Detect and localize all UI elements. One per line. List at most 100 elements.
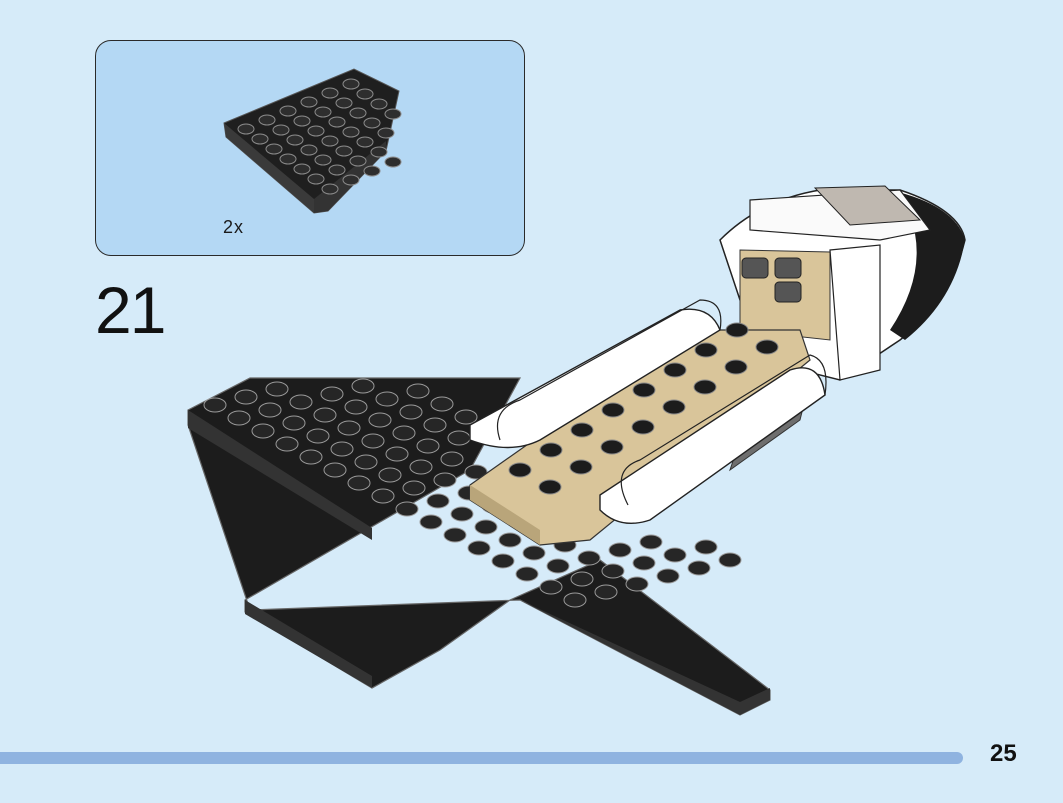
stud [342, 78, 360, 90]
stud [663, 362, 687, 378]
stud [361, 433, 385, 449]
stud [447, 430, 471, 446]
stud [293, 163, 311, 175]
stud [570, 571, 594, 587]
stud [323, 462, 347, 478]
stud [313, 407, 337, 423]
stud [718, 552, 742, 568]
page-number: 25 [990, 740, 1017, 767]
stud [546, 558, 570, 574]
stud [363, 117, 381, 129]
stud [399, 404, 423, 420]
stud [237, 123, 255, 135]
stud [426, 493, 450, 509]
stud [662, 399, 686, 415]
stud [693, 379, 717, 395]
stud [279, 153, 297, 165]
stud [694, 539, 718, 555]
stud [395, 501, 419, 517]
stud [314, 154, 332, 166]
stud [293, 115, 311, 127]
stud [306, 428, 330, 444]
stud [539, 579, 563, 595]
stud [335, 145, 353, 157]
stud [265, 143, 283, 155]
stud [423, 417, 447, 433]
stud [265, 381, 289, 397]
step-number: 21 [95, 273, 166, 347]
stud [491, 553, 515, 569]
stud [384, 156, 402, 168]
stud [337, 420, 361, 436]
stud [275, 436, 299, 452]
stud [625, 576, 649, 592]
stud [687, 560, 711, 576]
stud [631, 419, 655, 435]
stud [363, 165, 381, 177]
parts-callout: 2x [95, 40, 525, 256]
stud [409, 459, 433, 475]
stud [320, 386, 344, 402]
stud [454, 409, 478, 425]
stud [356, 88, 374, 100]
stud [385, 446, 409, 462]
stud [279, 105, 297, 117]
stud [321, 135, 339, 147]
stud [569, 459, 593, 475]
stud [370, 146, 388, 158]
wedge-plate-icon [223, 68, 402, 214]
stud [354, 454, 378, 470]
stud [464, 464, 488, 480]
stud [474, 519, 498, 535]
stud [600, 439, 624, 455]
stud [307, 125, 325, 137]
stud [601, 402, 625, 418]
stud [251, 133, 269, 145]
stud [515, 566, 539, 582]
stud [286, 134, 304, 146]
stud [321, 183, 339, 195]
stud [299, 449, 323, 465]
stud [349, 107, 367, 119]
stud [656, 568, 680, 584]
stud [443, 527, 467, 543]
stud [430, 396, 454, 412]
stud [328, 116, 346, 128]
stud [563, 592, 587, 608]
stud [419, 514, 443, 530]
stud [402, 480, 426, 496]
stud [307, 173, 325, 185]
stud [450, 506, 474, 522]
stud [282, 415, 306, 431]
stud [342, 174, 360, 186]
stud [234, 389, 258, 405]
stud [300, 144, 318, 156]
stud [440, 451, 464, 467]
stud [203, 397, 227, 413]
stud [370, 98, 388, 110]
stud [522, 545, 546, 561]
stud [347, 475, 371, 491]
stud [328, 164, 346, 176]
stud [639, 534, 663, 550]
stud [321, 87, 339, 99]
stud [351, 378, 375, 394]
stud [539, 442, 563, 458]
stud [384, 108, 402, 120]
stud [314, 106, 332, 118]
stud [392, 425, 416, 441]
stud [724, 359, 748, 375]
part-quantity: 2x [223, 217, 245, 237]
stud [508, 462, 532, 478]
stud [251, 423, 275, 439]
stud [694, 342, 718, 358]
stud [375, 391, 399, 407]
stud [330, 441, 354, 457]
stud [632, 555, 656, 571]
stud [258, 114, 276, 126]
stud [258, 402, 282, 418]
stud [335, 97, 353, 109]
progress-bar [0, 752, 963, 764]
stud [349, 155, 367, 167]
